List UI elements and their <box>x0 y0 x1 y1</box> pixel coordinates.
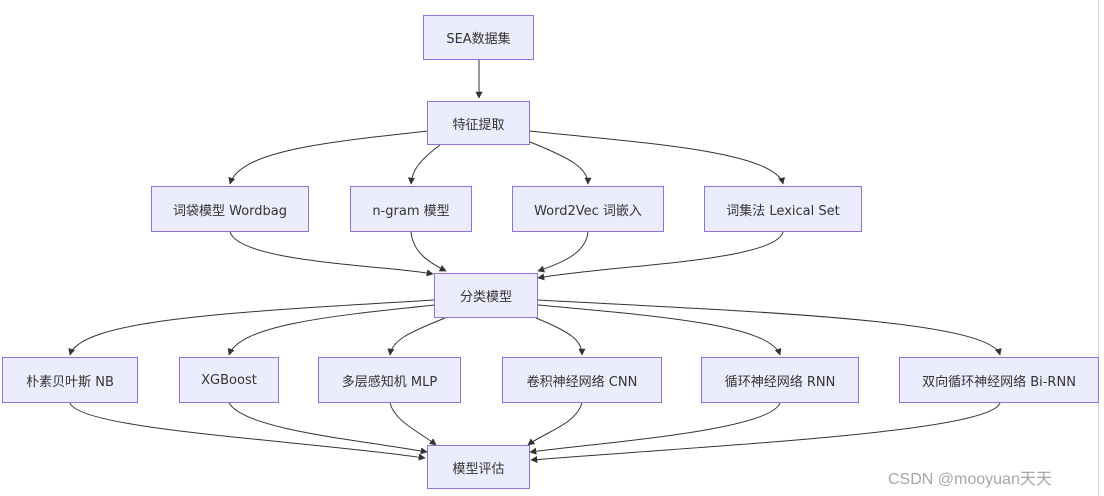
edge-cls-to-rnn <box>537 304 782 356</box>
edge-cls-to-nb <box>68 299 435 356</box>
edge-ngram-to-cls <box>410 231 447 272</box>
edge-mlp-to-eval <box>389 402 437 446</box>
node-xgboost: XGBoost <box>179 357 279 403</box>
edge-cls-to-birnn <box>537 299 1002 356</box>
node-classifier: 分类模型 <box>434 273 538 318</box>
right-edge-divider <box>1098 0 1099 496</box>
node-word2vec: Word2Vec 词嵌入 <box>512 186 664 232</box>
node-ngram: n-gram 模型 <box>350 186 472 232</box>
edge-bow-to-cls <box>229 231 434 277</box>
edge-rnn-to-eval <box>529 402 781 455</box>
node-rnn: 循环神经网络 RNN <box>701 357 859 403</box>
node-cnn: 卷积神经网络 CNN <box>502 357 662 403</box>
node-feature-extraction: 特征提取 <box>427 101 530 145</box>
node-bi-rnn: 双向循环神经网络 Bi-RNN <box>899 357 1099 403</box>
watermark: CSDN @mooyuan天天 <box>888 471 1052 488</box>
node-naive-bayes: 朴素贝叶斯 NB <box>2 357 138 403</box>
edge-cnn-to-eval <box>527 402 583 446</box>
edge-lex-to-cls <box>537 231 784 281</box>
edge-xgb-to-eval <box>228 402 428 455</box>
node-lexical-set: 词集法 Lexical Set <box>704 186 862 232</box>
edge-w2v-to-cls <box>537 231 589 273</box>
edge-feat-to-bow <box>228 130 429 185</box>
edge-cls-to-mlp <box>387 317 446 356</box>
node-wordbag: 词袋模型 Wordbag <box>151 186 309 232</box>
edge-feat-to-lex <box>529 130 785 185</box>
edge-cls-to-cnn <box>535 317 586 356</box>
edge-nb-to-eval <box>69 402 426 461</box>
edge-feat-to-ngram <box>407 144 441 185</box>
node-model-evaluation: 模型评估 <box>427 445 530 489</box>
node-sea-dataset: SEA数据集 <box>423 15 534 60</box>
edge-feat-to-w2v <box>529 141 592 185</box>
edge-cls-to-xgb <box>227 304 435 356</box>
edge-birnn-to-eval <box>530 402 1001 463</box>
node-mlp: 多层感知机 MLP <box>318 357 461 403</box>
